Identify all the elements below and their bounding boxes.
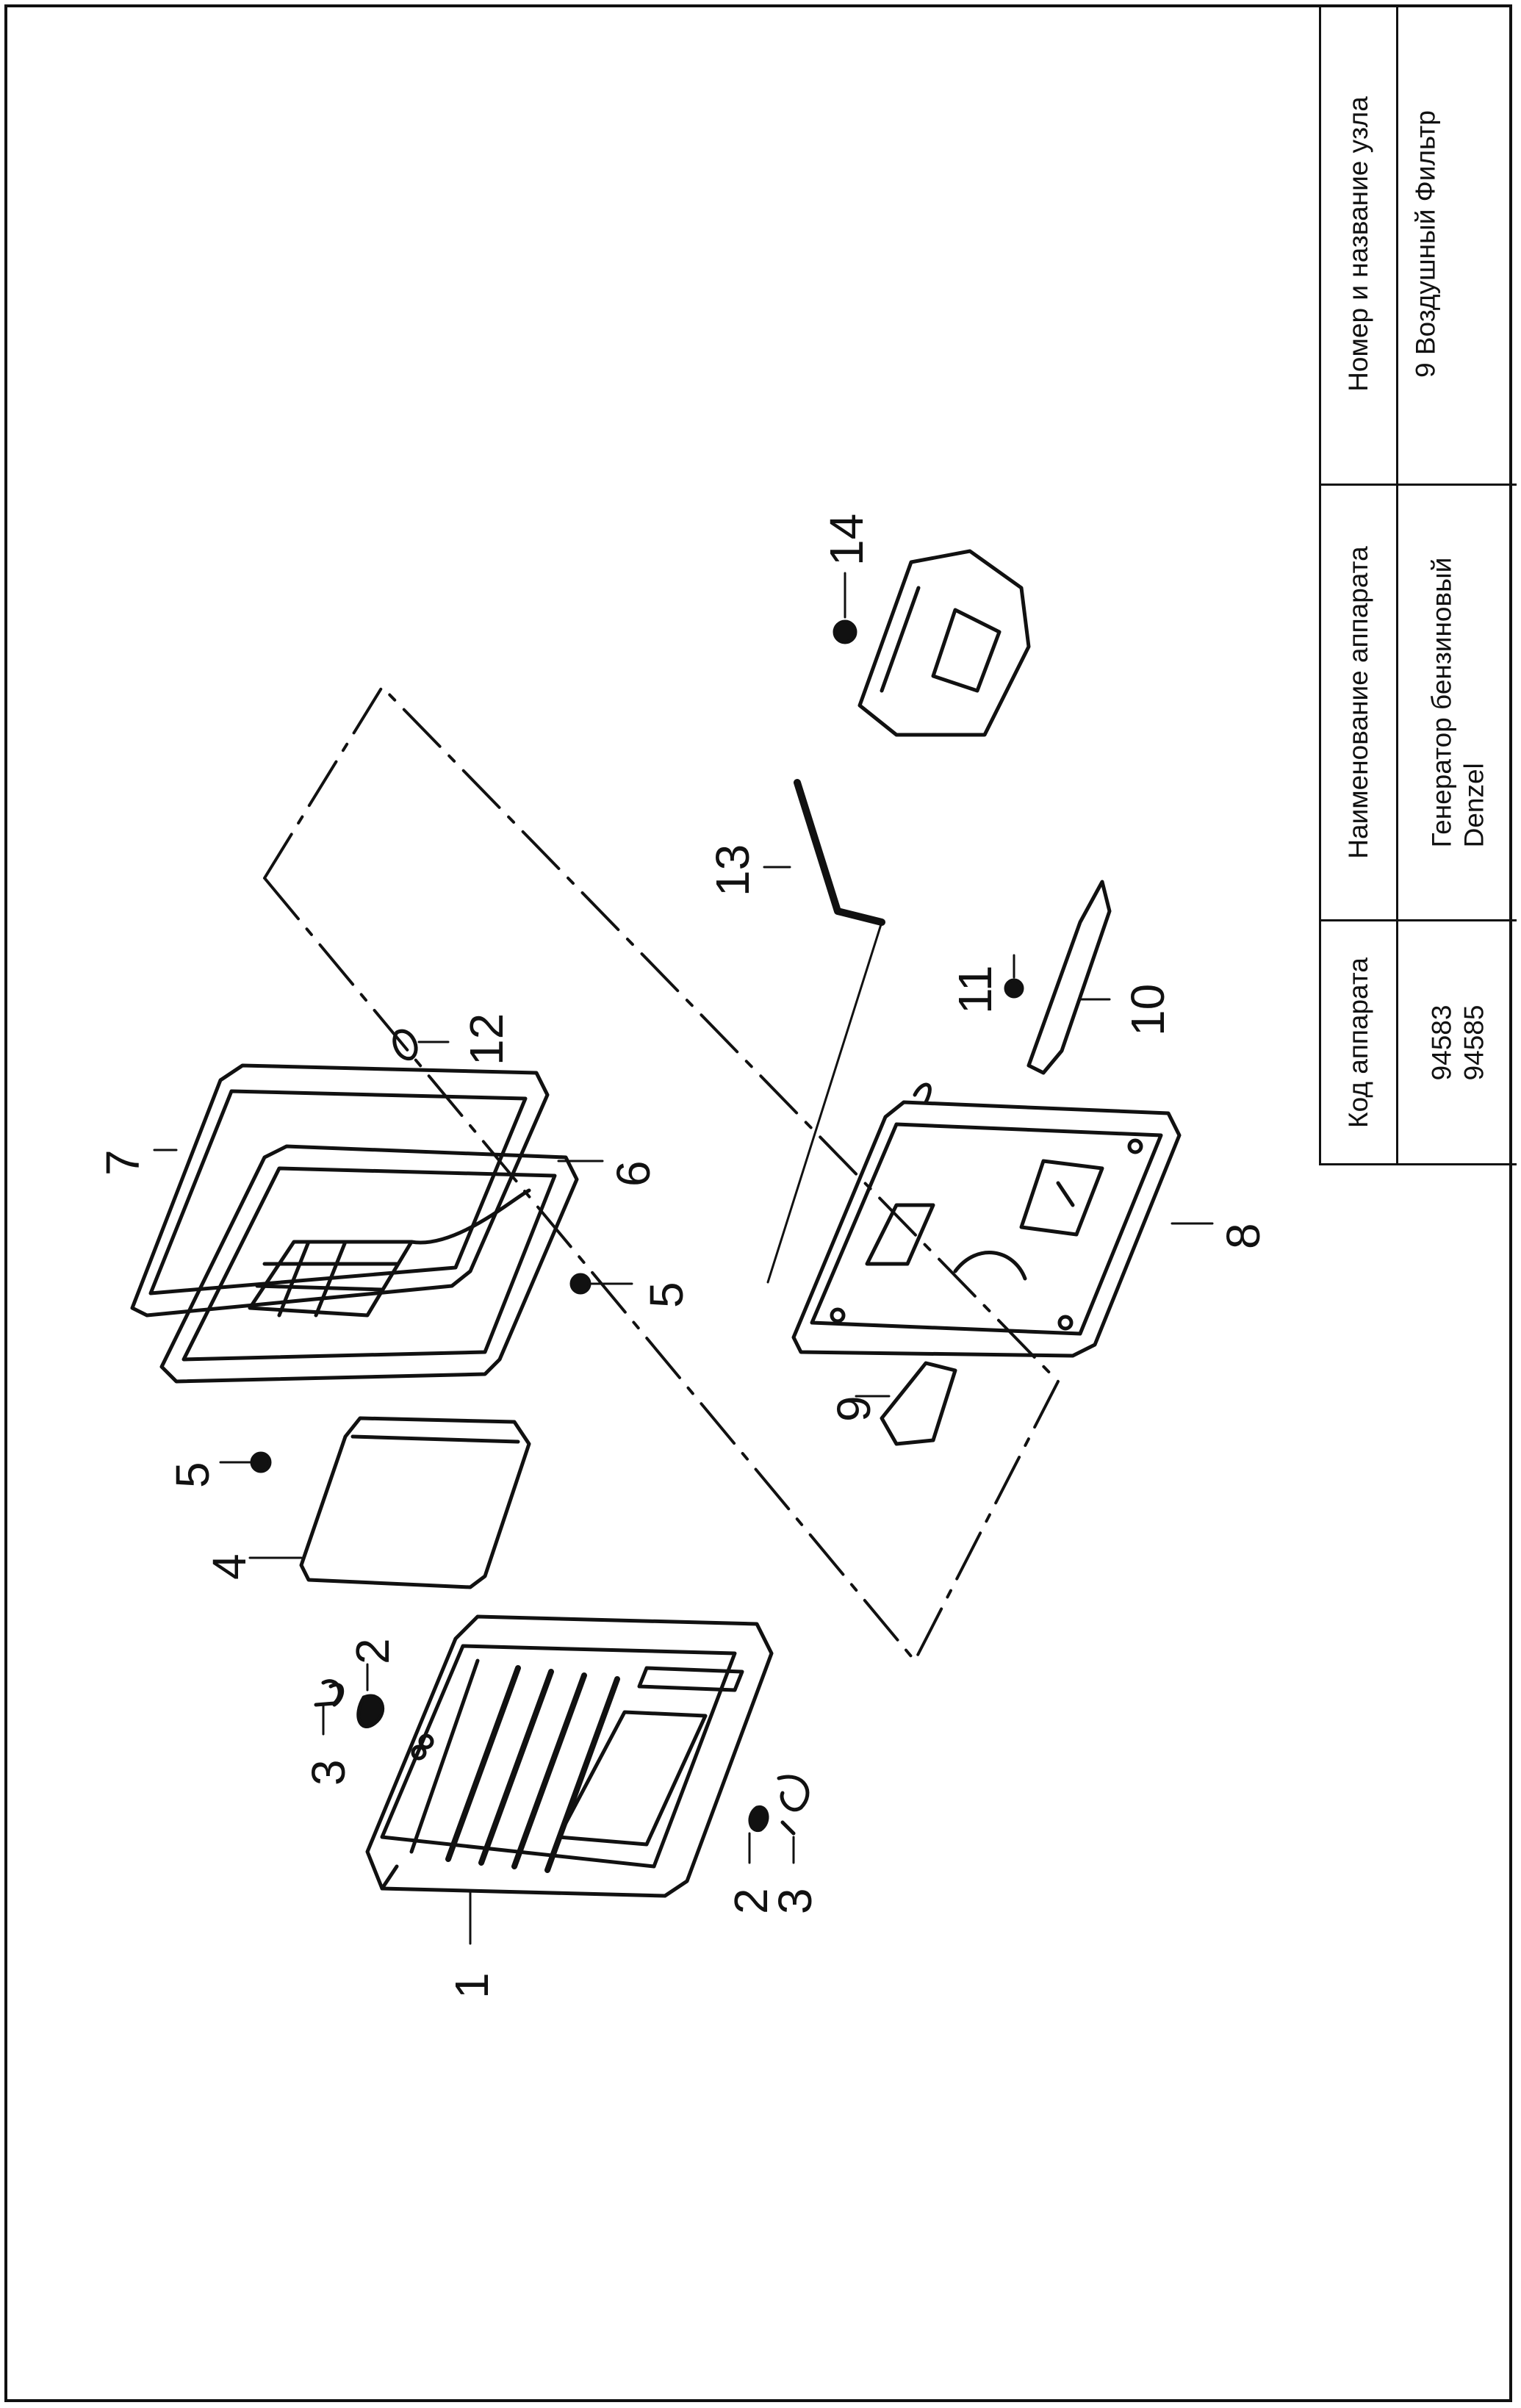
- flange-gasket-part-9: [880, 1361, 957, 1446]
- cover-part-1: [365, 1614, 774, 1898]
- callout-6: 6: [607, 1160, 660, 1187]
- callout-14: 14: [820, 513, 873, 566]
- clip-2-bottom: [748, 1805, 769, 1833]
- cell-device-header: Наименование аппарата: [1319, 486, 1396, 921]
- fitting-part-12: [392, 1029, 418, 1061]
- tube-part-13: [794, 779, 885, 926]
- gasket-part-7: [130, 1063, 550, 1318]
- callout-3: 3: [302, 1759, 355, 1786]
- assembly-boundary-line: [263, 686, 1060, 1662]
- callout-1: 1: [445, 1972, 498, 1999]
- callout-8: 8: [1217, 1223, 1270, 1249]
- callout-4: 4: [203, 1553, 256, 1580]
- tube-leader-13: [766, 921, 883, 1284]
- clip-3-top: [314, 1679, 342, 1707]
- callout-5: 5: [166, 1462, 219, 1488]
- cell-code-header: Код аппарата: [1319, 921, 1396, 1165]
- grommet-5-right: [569, 1273, 592, 1295]
- callout-13: 13: [706, 844, 759, 896]
- callout-9: 9: [827, 1395, 880, 1422]
- callout-12: 12: [460, 1013, 513, 1065]
- clip-3-bottom: [777, 1775, 810, 1836]
- callout-2: 2: [346, 1638, 399, 1664]
- housing-part-6: [159, 1144, 579, 1384]
- bracket-part-10: [1026, 880, 1112, 1075]
- nut-part-14: [833, 619, 857, 644]
- cell-assembly-header: Номер и название узла: [1319, 4, 1396, 486]
- cell-assembly-value: 9 Воздушный Фильтр: [1396, 4, 1517, 486]
- page-frame: [4, 4, 1512, 2402]
- title-block: Номер и название узла 9 Воздушный Фильтр…: [1319, 4, 1517, 1165]
- nut-part-11: [1004, 978, 1024, 999]
- cell-device-name: Генератор бензиновый Denzel: [1396, 486, 1517, 921]
- filter-element-part-4: [299, 1416, 531, 1589]
- callout-7: 7: [96, 1149, 149, 1176]
- mount-bracket-part-14: [857, 549, 1031, 737]
- cell-code-values: 94583 94585: [1396, 921, 1517, 1165]
- callout-5: 5: [640, 1282, 693, 1308]
- base-plate-part-8: [791, 1082, 1182, 1358]
- callout-10: 10: [1121, 983, 1174, 1036]
- callout-3: 3: [769, 1888, 821, 1914]
- grommet-5-left: [250, 1451, 272, 1473]
- callout-11: 11: [949, 965, 1002, 1014]
